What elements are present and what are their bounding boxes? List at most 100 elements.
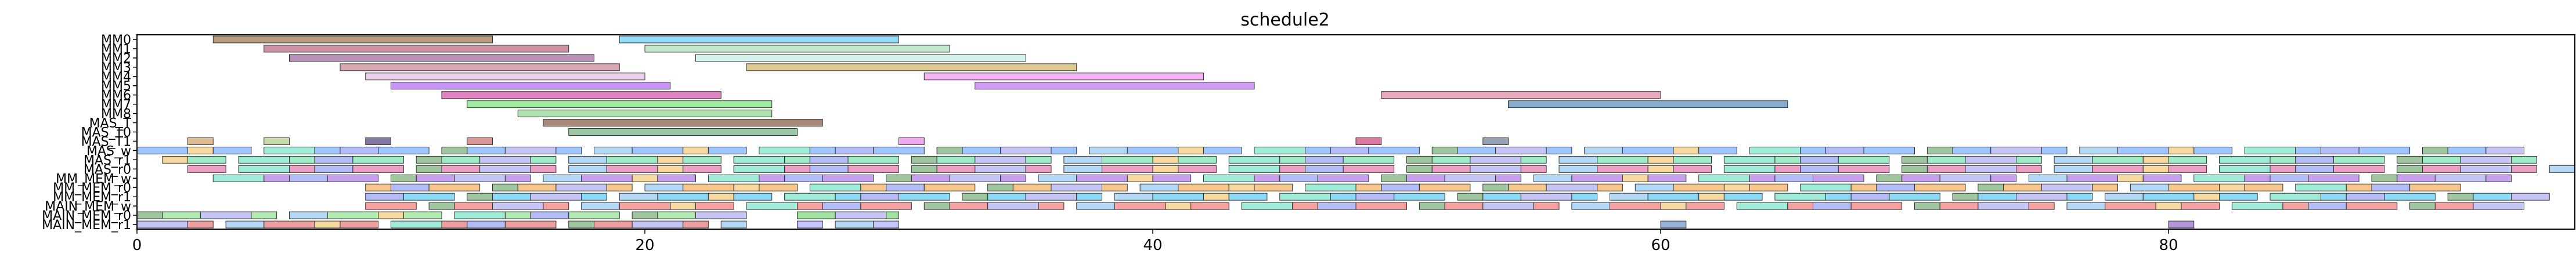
- gantt-bar: [2346, 202, 2398, 210]
- gantt-bar: [1622, 146, 1674, 154]
- gantt-bar: [530, 211, 569, 219]
- gantt-bar: [1152, 165, 1179, 173]
- gantt-bar: [2295, 183, 2347, 191]
- gantt-bar: [1889, 193, 1940, 201]
- gantt-bar: [1939, 202, 1979, 210]
- gantt-bar: [1431, 155, 1471, 164]
- gantt-bar: [403, 211, 442, 219]
- gantt-bar: [340, 220, 379, 229]
- gantt-bar: [2168, 165, 2207, 173]
- gantt-bar: [886, 183, 925, 191]
- gantt-bar: [2549, 165, 2575, 173]
- x-tick-label: 40: [1143, 237, 1162, 254]
- gantt-bar: [2219, 183, 2245, 191]
- gantt-bar: [492, 183, 518, 191]
- gantt-bar: [2409, 202, 2436, 210]
- gantt-bar: [683, 183, 734, 191]
- gantt-bar: [1965, 165, 2016, 173]
- gantt-bar: [759, 183, 798, 191]
- gantt-bar: [708, 146, 747, 154]
- gantt-bar: [1698, 193, 1724, 201]
- gantt-bar: [1902, 174, 1940, 182]
- gantt-bar: [1723, 183, 1750, 191]
- gantt-bar: [479, 155, 531, 164]
- gantt-bar: [2384, 193, 2436, 201]
- gantt-bar: [975, 165, 1026, 173]
- gantt-bar: [517, 110, 773, 118]
- gantt-bar: [746, 202, 798, 210]
- gantt-bar: [2193, 146, 2232, 154]
- gantt-bar: [987, 183, 1013, 191]
- gantt-bar: [847, 165, 899, 173]
- gantt-bar: [264, 45, 569, 53]
- gantt-bar: [2346, 193, 2385, 201]
- gantt-bar: [365, 73, 645, 81]
- gantt-bar: [1279, 165, 1305, 173]
- gantt-bar: [1305, 165, 1344, 173]
- gantt-bar: [720, 220, 747, 229]
- gantt-bar: [2434, 202, 2474, 210]
- gantt-bar: [683, 220, 709, 229]
- gantt-bar: [568, 128, 798, 136]
- gantt-bar: [683, 155, 721, 164]
- gantt-bar: [2511, 193, 2550, 201]
- gantt-bar: [543, 174, 582, 182]
- gantt-bar: [657, 211, 696, 219]
- gantt-bar: [391, 82, 671, 90]
- gantt-bar: [568, 165, 607, 173]
- gantt-bar: [1444, 174, 1496, 182]
- x-tick-label: 0: [132, 237, 142, 254]
- gantt-bar: [1051, 183, 1102, 191]
- gantt-bar: [441, 91, 721, 99]
- gantt-bar: [1673, 155, 1712, 164]
- gantt-bar: [2460, 155, 2512, 164]
- gantt-bar: [1508, 100, 1788, 108]
- gantt-bar: [1558, 165, 1598, 173]
- gantt-bar: [1978, 183, 2004, 191]
- gantt-bar: [2168, 146, 2195, 154]
- y-tick-label: MM3: [101, 61, 131, 75]
- gantt-bar: [1254, 174, 1280, 182]
- gantt-bar: [594, 220, 633, 229]
- gantt-bar: [1203, 146, 1242, 154]
- gantt-bar: [860, 183, 887, 191]
- gantt-bar: [238, 165, 290, 173]
- gantt-bar: [1736, 202, 1788, 210]
- gantt-bar: [416, 165, 442, 173]
- gantt-bar: [1190, 202, 1229, 210]
- gantt-bar: [1254, 146, 1305, 154]
- gantt-bar: [1800, 146, 1826, 154]
- gantt-bar: [365, 202, 417, 210]
- gantt-bar: [391, 183, 430, 191]
- gantt-bar: [1482, 202, 1534, 210]
- gantt-bar: [1952, 193, 1979, 201]
- gantt-bar: [797, 211, 836, 219]
- gantt-bar: [1939, 174, 1991, 182]
- gantt-bar: [1850, 193, 1890, 201]
- gantt-bar: [365, 193, 404, 201]
- gantt-bar: [1368, 146, 1420, 154]
- gantt-bar: [759, 174, 785, 182]
- gantt-bar: [1673, 146, 1700, 154]
- gantt-bar: [1025, 165, 1052, 173]
- gantt-bar: [187, 146, 214, 154]
- gantt-bar: [2321, 193, 2347, 201]
- gantt-bar: [1838, 165, 1890, 173]
- gantt-bar: [391, 174, 417, 182]
- gantt-bar: [251, 211, 277, 219]
- gantt-bar: [962, 193, 988, 201]
- gantt-bar: [1610, 193, 1648, 201]
- gantt-bar: [1343, 165, 1395, 173]
- gantt-bar: [264, 174, 290, 182]
- gantt-bar: [1431, 146, 1458, 154]
- gantt-bar: [1203, 174, 1255, 182]
- gantt-bar: [2117, 146, 2169, 154]
- gantt-bar: [1317, 202, 1356, 210]
- gantt-bar: [1076, 202, 1115, 210]
- y-tick-label: MAS_r1: [84, 153, 131, 168]
- y-tick-label: MAIN_MEM_r0: [42, 209, 131, 223]
- gantt-bar: [1876, 174, 1903, 182]
- gantt-bar: [632, 146, 684, 154]
- gantt-bar: [847, 155, 899, 164]
